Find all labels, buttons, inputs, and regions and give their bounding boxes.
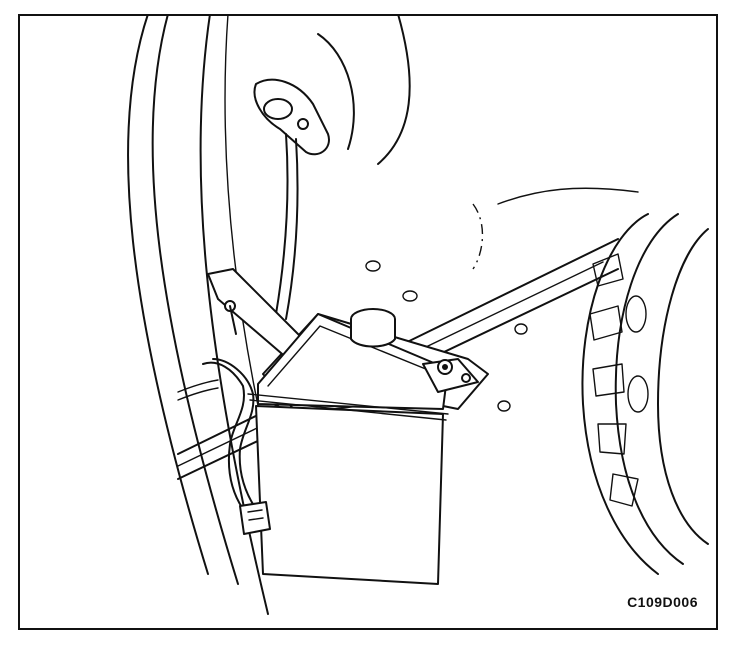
figure-code: C109D006	[627, 594, 698, 610]
battery-mounting-diagram	[127, 14, 709, 615]
hold-down-bolts	[422, 358, 479, 393]
upper-body-panel	[317, 14, 639, 270]
mounting-holes	[365, 260, 528, 412]
wheel-assembly	[581, 213, 709, 575]
battery	[247, 308, 449, 585]
wiring-harness	[177, 358, 271, 535]
fender-panel	[127, 14, 279, 615]
hood-hinge	[253, 78, 330, 320]
